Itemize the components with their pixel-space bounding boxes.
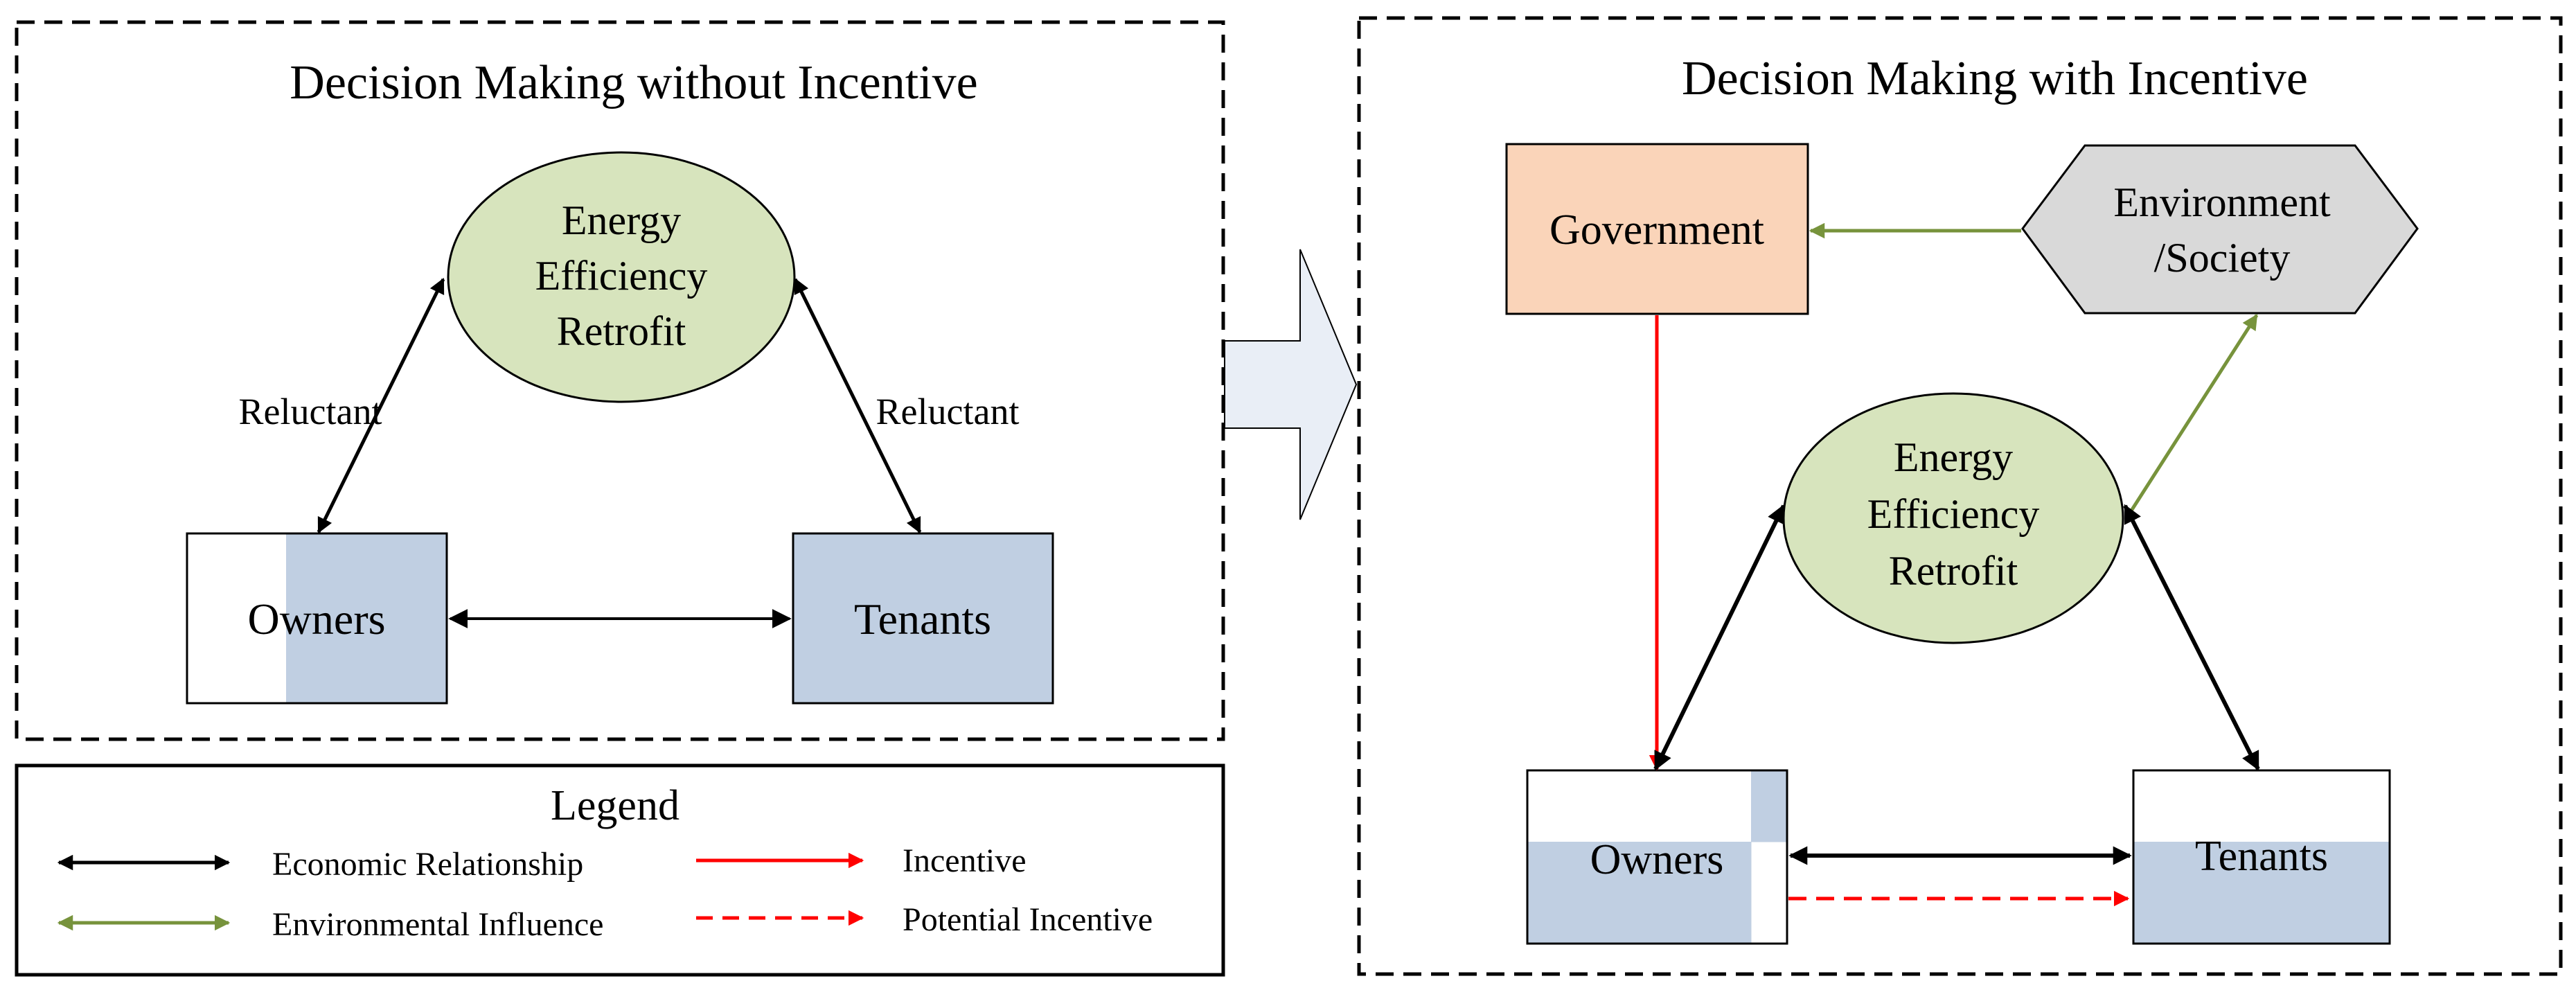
legend-potential-incentive-label: Potential Incentive	[903, 901, 1153, 938]
arrow-retrofit-tenants	[2123, 504, 2260, 771]
left-owners-label: Owners	[247, 594, 385, 644]
right-retrofit-line-3: Retrofit	[1889, 548, 2018, 594]
left-arrow-retrofit-tenants	[793, 277, 922, 534]
right-panel-frame	[1357, 16, 2563, 976]
legend-frame	[15, 763, 1225, 977]
left-tenants-label: Tenants	[854, 594, 991, 644]
left-retrofit-line-2: Efficiency	[535, 253, 708, 299]
right-panel-title: Decision Making with Incentive	[1682, 52, 2308, 105]
legend-title: Legend	[551, 782, 679, 829]
left-reluctant-right: Reluctant	[876, 391, 1020, 432]
left-tenants-box: Tenants	[792, 532, 1054, 705]
legend-economic-label: Economic Relationship	[272, 846, 583, 883]
environment-line-2: /Society	[2154, 235, 2291, 281]
left-reluctant-left: Reluctant	[239, 391, 382, 432]
left-owners-box: Owners	[186, 532, 448, 705]
left-panel-title: Decision Making without Incentive	[290, 56, 977, 109]
transition-arrow	[1224, 249, 1358, 520]
right-retrofit-line-2: Efficiency	[1867, 491, 2040, 537]
left-retrofit-line-3: Retrofit	[557, 308, 686, 354]
left-panel-frame	[15, 20, 1225, 741]
legend-incentive-label: Incentive	[903, 842, 1027, 879]
left-retrofit-ellipse: Energy Efficiency Retrofit	[447, 151, 796, 403]
legend: Legend Economic Relationship Environment…	[15, 763, 1225, 977]
legend-environmental-label: Environmental Influence	[272, 906, 603, 943]
environment-line-1: Environment	[2113, 179, 2331, 225]
government-label: Government	[1549, 206, 1764, 254]
right-retrofit-ellipse: Energy Efficiency Retrofit	[1782, 392, 2124, 644]
left-retrofit-line-1: Energy	[562, 197, 681, 243]
right-tenants-box: Tenants	[2132, 769, 2391, 945]
right-tenants-label: Tenants	[2195, 833, 2328, 880]
arrow-retrofit-owners	[1653, 504, 1786, 771]
right-owners-label: Owners	[1590, 836, 1724, 883]
government-box: Government	[1505, 143, 1809, 315]
arrow-retrofit-environment	[2124, 314, 2259, 520]
right-owners-box: Owners	[1526, 769, 1788, 945]
left-panel: Decision Making without Incentive Energy…	[15, 20, 1225, 741]
right-panel: Decision Making with Incentive Governmen…	[1357, 16, 2563, 976]
left-arrow-retrofit-owners	[317, 277, 445, 534]
environment-society-hexagon: Environment /Society	[2021, 144, 2419, 315]
right-retrofit-line-1: Energy	[1894, 434, 2013, 480]
